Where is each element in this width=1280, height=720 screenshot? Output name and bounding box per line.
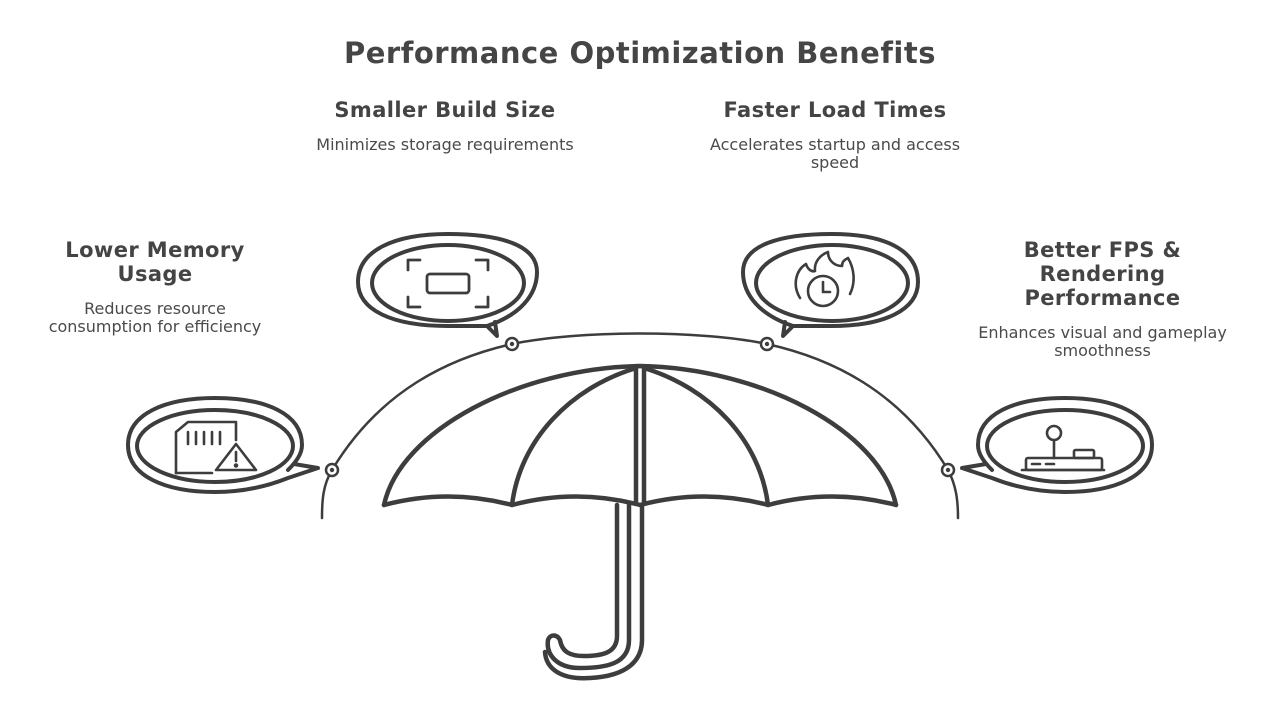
bubble-lower-memory-usage — [126, 396, 320, 494]
benefit-heading: Smaller Build Size — [334, 98, 556, 122]
joystick-icon — [1020, 424, 1106, 472]
connector-dot-centers — [329, 341, 951, 473]
minimize-frame-icon — [406, 258, 490, 309]
benefit-heading: Lower Memory Usage — [65, 238, 245, 286]
connector-dots — [324, 336, 956, 478]
memory-card-warning-icon — [174, 420, 258, 475]
diagram-title: Performance Optimization Benefits — [343, 36, 936, 70]
benefit-description: Enhances visual and gameplay smoothness — [978, 323, 1227, 360]
benefit-description: Reduces resource consumption for efficie… — [48, 299, 262, 336]
benefit-heading: Faster Load Times — [723, 98, 947, 122]
benefit-heading: Better FPS & Rendering Performance — [1023, 238, 1182, 310]
benefit-better-fps: Better FPS & Rendering Performance Enhan… — [975, 238, 1230, 360]
bubble-faster-load-times — [741, 232, 920, 338]
bubble-smaller-build-size — [356, 232, 539, 338]
benefit-description: Minimizes storage requirements — [316, 135, 574, 154]
benefit-faster-load-times: Faster Load Times Accelerates startup an… — [695, 98, 975, 172]
connector-arc — [320, 332, 960, 520]
fire-clock-icon — [794, 250, 855, 308]
bubble-better-fps — [960, 396, 1154, 494]
benefit-smaller-build-size: Smaller Build Size Minimizes storage req… — [310, 98, 580, 154]
benefit-lower-memory-usage: Lower Memory Usage Reduces resource cons… — [40, 238, 270, 336]
benefit-description: Accelerates startup and access speed — [709, 135, 961, 172]
umbrella-icon — [381, 363, 899, 681]
